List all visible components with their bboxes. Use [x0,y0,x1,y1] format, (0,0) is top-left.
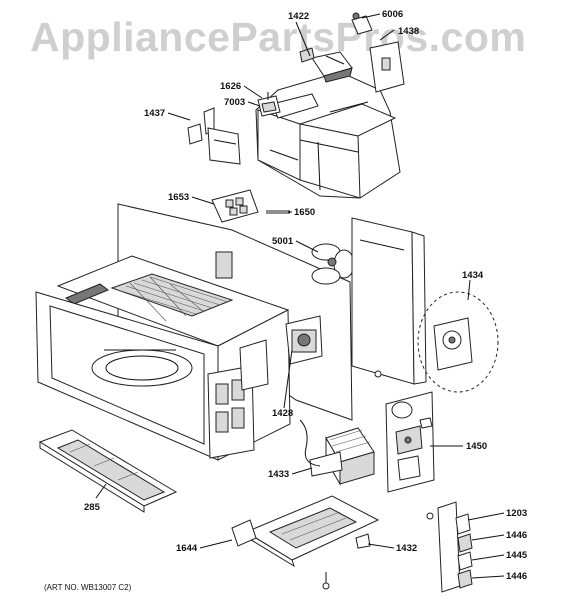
callout-7003: 7003 [224,97,245,108]
callout-1434: 1434 [462,270,484,281]
callout-1644: 1644 [176,543,198,554]
magnetron-1428 [239,315,323,391]
callout-6006: 6006 [382,9,403,20]
callout-285: 285 [84,502,101,513]
oven-cavity [35,203,353,461]
art-number: (ART NO. WB13007 C2) [44,583,132,592]
callout-1445: 1445 [506,550,528,561]
transformer-1433 [299,419,375,486]
callout-1653: 1653 [168,192,189,203]
callout-1446-lower: 1446 [506,571,527,582]
callout-5001: 5001 [272,236,294,247]
bracket-1437 [187,107,241,165]
control-board-1653 [211,189,259,223]
callout-1428: 1428 [272,408,293,419]
damper-motor-1422 [299,47,353,83]
callout-1437: 1437 [144,108,165,119]
callout-1438: 1438 [398,26,419,37]
callout-1446-upper: 1446 [506,530,527,541]
callout-1203: 1203 [506,508,527,519]
base-plate [231,495,380,590]
callout-1650: 1650 [294,207,315,218]
thermal-protector-1434 [417,291,499,393]
side-duct-plate [351,217,427,385]
fan-blade-5001 [311,243,355,285]
leader-lines [95,13,505,579]
air-guide-assembly [255,71,401,199]
watermark: AppliancePartsPros.com [30,14,527,60]
callout-1450: 1450 [466,441,487,452]
callout-1432: 1432 [396,543,417,554]
switch-7003 [257,92,281,117]
door-latch-assembly [426,501,473,593]
damper-bracket-1438 [351,12,405,93]
callout-1433: 1433 [268,469,289,480]
capacitor-bracket-1450 [385,391,435,493]
grease-filter-285 [38,429,178,513]
callout-1422: 1422 [288,11,309,22]
callout-1626: 1626 [220,81,241,92]
